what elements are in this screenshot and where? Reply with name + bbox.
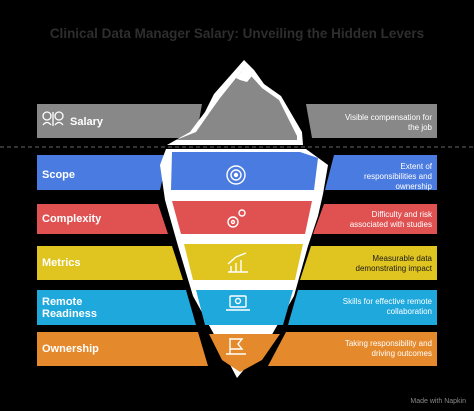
growth-chart-icon	[227, 252, 248, 273]
tier-desc-complexity: Difficulty and risk associated with stud…	[349, 210, 432, 229]
tier-desc-remote: Skills for effective remote collaboratio…	[342, 297, 432, 316]
tier-label-salary: Salary	[70, 116, 104, 128]
tier-desc-ownership: Taking responsibility and driving outcom…	[344, 339, 432, 358]
remote-band	[37, 290, 437, 325]
tier-label-remote-line1: Remote	[42, 296, 83, 308]
laptop-icon	[226, 295, 250, 311]
flag-icon	[226, 338, 246, 355]
tier-label-remote-readiness: Remote Readiness	[42, 296, 97, 320]
tier-desc-metrics: Measurable data demonstrating impact	[355, 254, 432, 273]
tier-desc-scope: Extent of responsibilities and ownership	[363, 162, 432, 191]
tier-label-scope: Scope	[42, 169, 76, 181]
target-icon	[226, 165, 246, 185]
diagram-title: Clinical Data Manager Salary: Unveiling …	[49, 26, 425, 41]
made-with-footer: Made with Napkin	[410, 398, 466, 405]
tier-label-ownership: Ownership	[42, 343, 99, 355]
salary-band	[37, 104, 437, 138]
tier-label-remote-line2: Readiness	[42, 308, 98, 320]
complexity-band	[37, 204, 437, 234]
scope-band	[37, 155, 437, 190]
iceberg-tip	[167, 60, 303, 145]
tier-label-complexity: Complexity	[42, 213, 102, 225]
gears-icon	[227, 209, 246, 228]
money-people-icon	[42, 111, 64, 126]
tier-desc-salary: Visible compensation for the job	[344, 113, 432, 132]
tier-label-metrics: Metrics	[42, 257, 81, 269]
ownership-band	[37, 332, 437, 366]
metrics-band	[37, 246, 437, 280]
